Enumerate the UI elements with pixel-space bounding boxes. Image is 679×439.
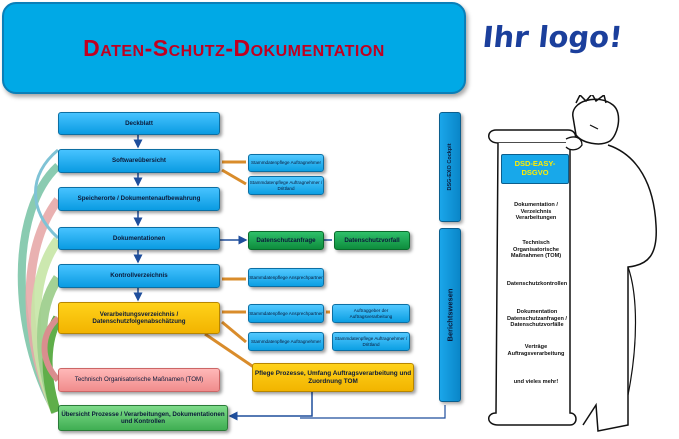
- scroll-item-2: Technisch Organisatorische Maßnahmen (TO…: [510, 240, 562, 260]
- scroll-item-6: und vieles mehr!: [513, 379, 559, 385]
- scroll-item-4: Dokumentation Datenschutzanfragen / Date…: [507, 309, 567, 329]
- scroll-badge: DSD-EASY-DSGVO: [501, 154, 569, 184]
- box-stammdaten-drittland2: Stammdatenpflege Auftragnehmer / Drittla…: [332, 332, 410, 351]
- curve-arrow-7: [34, 148, 60, 240]
- vbar-berichtswesen-label: Berichtswesen: [445, 288, 455, 342]
- scroll-item-5: Verträge Auftragsverarbeitung: [507, 344, 565, 357]
- box-stammdaten-ansprech1: Stammdatenpflege Ansprechpartner: [248, 268, 324, 287]
- box-pflege-prozesse: Pflege Prozesse, Umfang Auftragsverarbei…: [252, 363, 414, 392]
- box-tom: Technisch Organisatorische Maßnamen (TOM…: [58, 368, 220, 392]
- scroll-item-1: Dokumentation / Verzeichnis Verarbeitung…: [514, 202, 558, 222]
- box-dokumentationen: Dokumentationen: [58, 227, 220, 250]
- scroll-item-3: Datenschutzkontrollen: [506, 281, 568, 287]
- page-title: Daten-Schutz-Dokumentation: [83, 34, 385, 61]
- vbar-cockpit: DSG-EXO Cockpit: [439, 112, 461, 222]
- box-datenschutzvorfall: Datenschutzvorfall: [334, 231, 410, 250]
- box-stammdaten-drittland: Stammdatenpflege Auftragnehmer / Drittla…: [248, 176, 324, 195]
- box-verarbeitungsverzeichnis: Verarbeitungsverzeichnis / Datenschutzfo…: [58, 302, 220, 334]
- figure-illustration: [488, 95, 657, 432]
- box-stammdaten-auftragnehmer2: Stammdatenpflege Auftragnehmer: [248, 332, 324, 351]
- box-speicherorte: Speicherorte / Dokumentenaufbewahrung: [58, 187, 220, 211]
- curve-arrow-6: [41, 315, 61, 383]
- vbar-berichtswesen: Berichtswesen: [439, 228, 461, 402]
- box-deckblatt: Deckblatt: [58, 112, 220, 135]
- box-stammdaten-auftragnehmer: Stammdatenpflege Auftragnehmer: [248, 154, 324, 172]
- box-softwareuebersicht: Softwareübersicht: [58, 149, 220, 173]
- title-banner: Daten-Schutz-Dokumentation: [2, 2, 466, 94]
- box-datenschutzanfrage: Datenschutzanfrage: [248, 231, 324, 250]
- box-stammdaten-ansprech2: Stammdatenpflege Ansprechpartner: [248, 304, 324, 323]
- box-auftraggeber: Auftraggeber der Auftragsverarbeitung: [332, 304, 410, 323]
- box-kontrollverzeichnis: Kontrollverzeichnis: [58, 264, 220, 288]
- box-uebersicht: Übersicht Prozesse / Verarbeitungen, Dok…: [58, 405, 228, 431]
- vbar-cockpit-label: DSG-EXO Cockpit: [447, 143, 453, 191]
